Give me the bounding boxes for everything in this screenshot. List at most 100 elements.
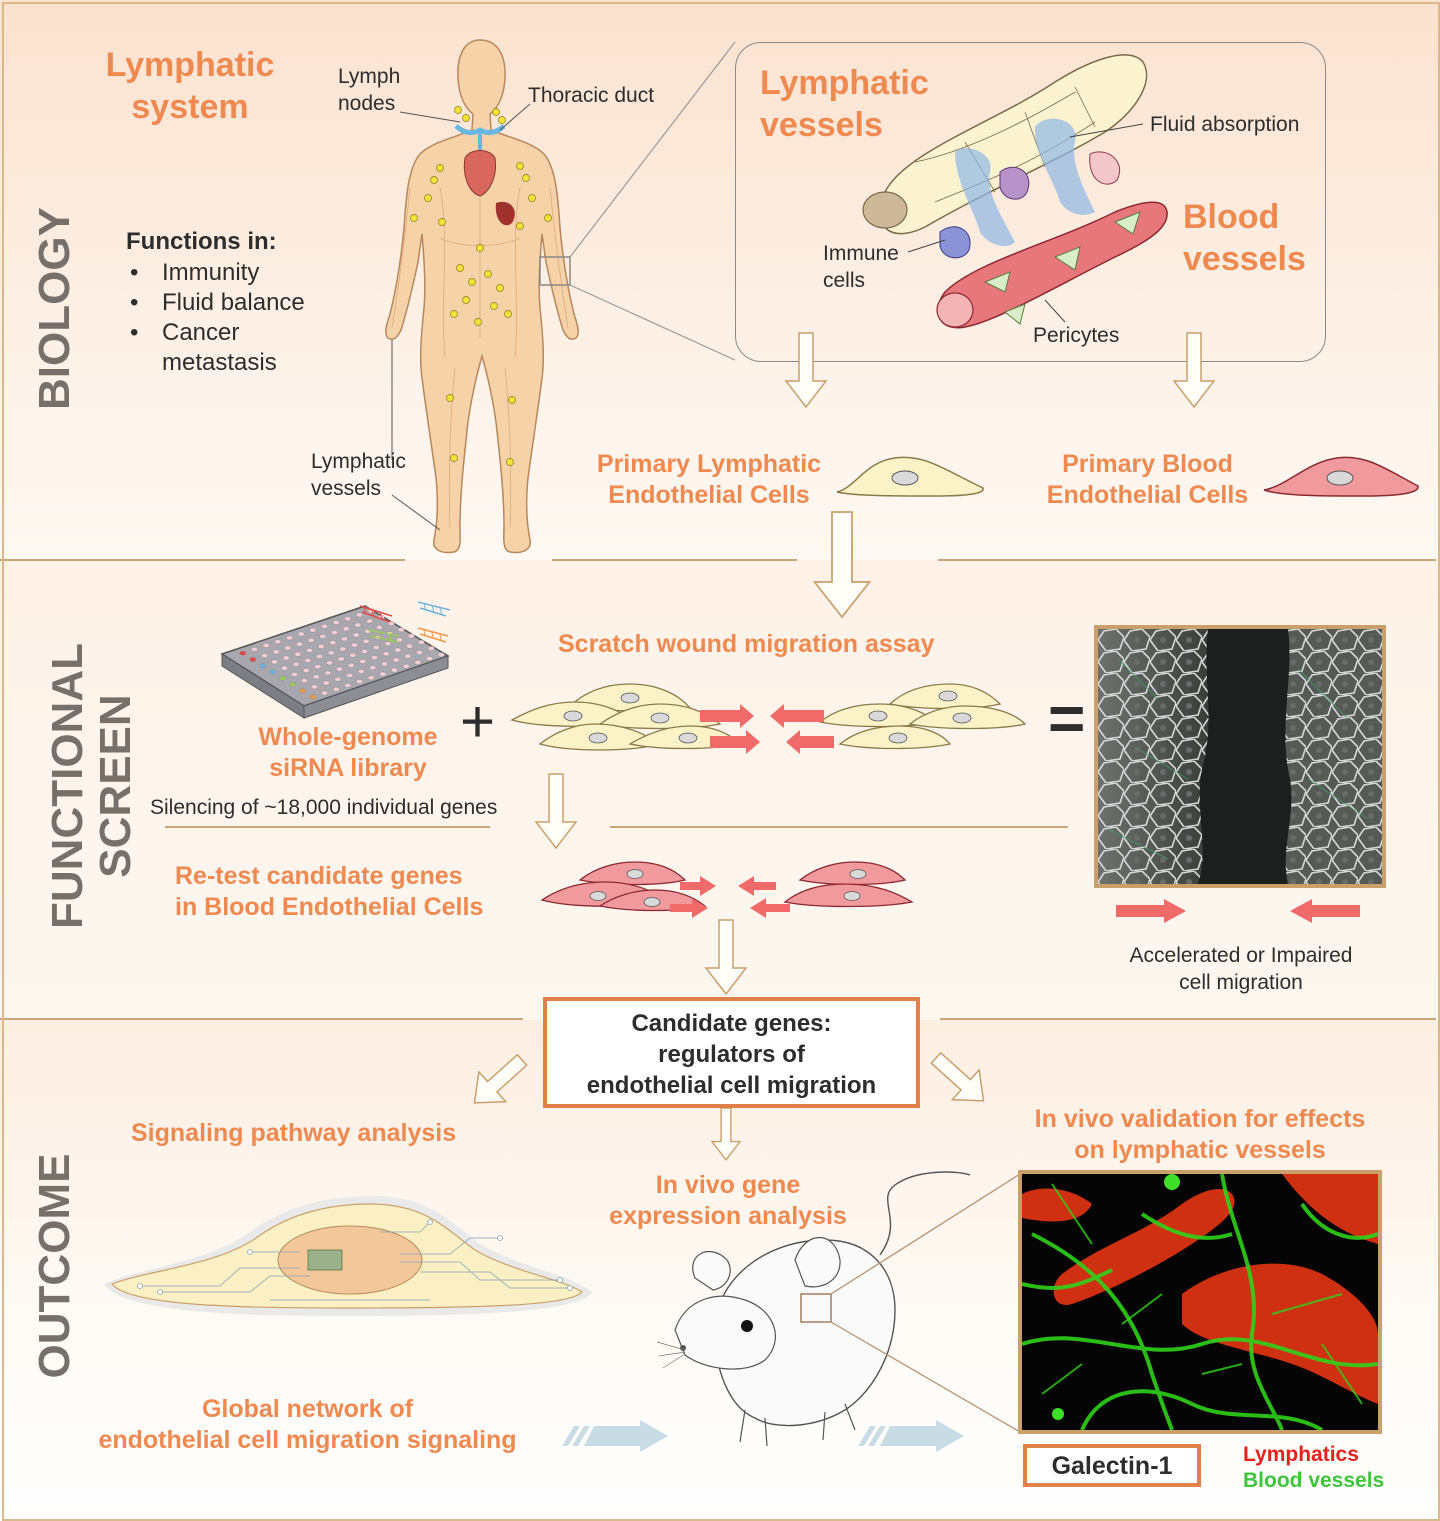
candidate-genes-text: Candidate genes: regulators of endotheli… [547, 1001, 916, 1101]
label-line: Endothelial Cells [1046, 481, 1249, 509]
plate-well [291, 671, 298, 677]
plate-well [426, 656, 433, 662]
legend-lymphatics: Lymphatics [1243, 1443, 1359, 1466]
title-line: Blood [1183, 198, 1280, 236]
label-line: Accelerated or Impaired [1129, 944, 1353, 967]
plate-well [324, 670, 332, 676]
title-line: vessels [1183, 240, 1306, 278]
title-line: vessels [760, 106, 883, 144]
plate-well [317, 644, 325, 649]
label-line: Primary Blood [1062, 450, 1233, 478]
section-divider [0, 559, 405, 561]
plate-well [366, 618, 373, 624]
plate-well [344, 616, 352, 622]
scratch-microscopy-image [1094, 625, 1386, 888]
plate-well [339, 646, 347, 652]
sirna-plate-icon [220, 601, 451, 719]
scratch-assay-title: Scratch wound migration assay [558, 630, 935, 658]
plate-well [332, 686, 340, 692]
title-line: Lymphatic [105, 46, 275, 84]
function-item: Fluid balance [126, 288, 305, 318]
section-divider [0, 1018, 523, 1020]
label-line: Global network of [201, 1395, 414, 1423]
plate-well [284, 645, 292, 651]
in-vivo-validation-label: In vivo validation for effects on lympha… [1018, 1104, 1382, 1166]
function-item: Cancer [126, 318, 305, 348]
plate-well [319, 634, 327, 639]
signaling-analysis-label: Signaling pathway analysis [131, 1119, 457, 1147]
plate-well [326, 660, 333, 666]
section-divider [938, 559, 1436, 561]
label-line: in Blood Endothelial Cells [175, 893, 484, 921]
plate-well [372, 645, 380, 650]
plate-well [281, 665, 288, 671]
label-line: vessels [311, 477, 382, 500]
lymphatic-system-title: Lymphatic system [95, 44, 285, 128]
migration-result-label: Accelerated or Impaired cell migration [1110, 942, 1372, 996]
silencing-note: Silencing of ~18,000 individual genes [150, 796, 498, 819]
galectin-1-box: Galectin-1 [1023, 1444, 1201, 1487]
plate-well [427, 646, 435, 651]
plate-well [351, 642, 358, 648]
equals-sign: = [1048, 682, 1086, 754]
retest-label: Re-test candidate genes in Blood Endothe… [175, 861, 483, 923]
label-line: Whole-genome [258, 723, 438, 751]
label-line: Lymphatic [311, 450, 406, 473]
plate-well [301, 678, 308, 684]
section-divider [940, 1018, 1436, 1020]
plate-well [272, 649, 280, 655]
plate-well [414, 660, 422, 665]
functions-list: Immunity Fluid balance Cancer metastasis [126, 258, 305, 378]
label-line: siRNA library [269, 754, 427, 782]
label-line: cells [823, 269, 866, 292]
function-item-continuation: metastasis [162, 349, 277, 376]
plate-well [282, 655, 290, 661]
plate-well [251, 646, 258, 652]
plate-well [294, 651, 302, 657]
plate-well [271, 659, 278, 665]
plate-well [352, 632, 360, 638]
label-line: on lymphatic vessels [1074, 1136, 1326, 1164]
plate-well [337, 656, 345, 662]
plate-well [341, 636, 348, 642]
plate-well [359, 659, 367, 664]
function-item: Immunity [126, 258, 305, 288]
plate-well [347, 662, 355, 668]
plate-well [356, 679, 363, 685]
plate-well [297, 631, 305, 637]
plate-well [286, 635, 293, 641]
plate-well [304, 658, 312, 663]
plate-well [402, 663, 410, 669]
plate-well [417, 639, 425, 645]
title-line: Lymphatic [760, 64, 929, 102]
fluid-absorption-label: Fluid absorption [1150, 113, 1300, 136]
plate-well [379, 671, 387, 677]
label-line: Endothelial Cells [608, 481, 810, 509]
in-vivo-expression-label: In vivo gene expression analysis [598, 1170, 858, 1232]
plate-well [289, 682, 297, 687]
plate-well [327, 650, 335, 656]
label-line: Primary Lymphatic [596, 450, 822, 478]
plate-well [437, 652, 445, 658]
vessel-inset-panel [735, 42, 1326, 362]
plate-well [309, 627, 317, 633]
label-line: nodes [338, 92, 396, 115]
plate-well [361, 648, 368, 654]
primary-blood-cells-label: Primary Blood Endothelial Cells [1035, 449, 1260, 511]
label-line: Lymph [338, 65, 401, 88]
plate-well [407, 633, 415, 639]
plate-well [249, 657, 257, 662]
plate-well [331, 630, 338, 636]
label-line: Re-test candidate genes [175, 862, 463, 890]
lymphatic-endothelial-cell [836, 456, 984, 497]
label-line: endothelial cell migration signaling [98, 1426, 517, 1454]
global-network-label: Global network of endothelial cell migra… [80, 1394, 535, 1456]
label-line: In vivo gene [655, 1171, 801, 1199]
immune-cells-label: Immune cells [823, 240, 899, 294]
plate-well [314, 664, 322, 670]
label-line: cell migration [1179, 971, 1303, 994]
